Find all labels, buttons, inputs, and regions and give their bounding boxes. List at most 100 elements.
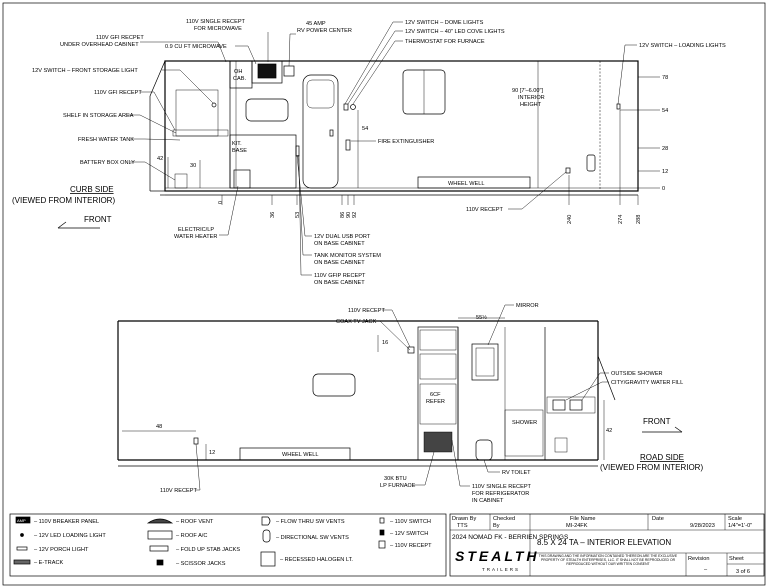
refrigerator	[419, 383, 457, 425]
legend-scissor-jack-icon	[156, 559, 164, 566]
curb-wheel-well-label: WHEEL WELL	[448, 181, 484, 187]
legend-110v-recept-icon	[378, 540, 386, 549]
dim-b240: 240	[567, 215, 573, 224]
legend-loading-light: – 12V LED LOADING LIGHT	[34, 533, 106, 539]
refer-label-2: REFER	[426, 399, 445, 405]
dim-b53: 53	[295, 212, 301, 218]
road-wheel-well-label: WHEEL WELL	[282, 452, 318, 458]
outside-shower-panel	[546, 396, 596, 414]
dim-b288: 288	[636, 215, 642, 224]
lp-furnace-grille	[423, 431, 453, 453]
dim-54: 54	[662, 108, 668, 114]
label-loading-lights-switch: 12V SWITCH – LOADING LIGHTS	[639, 43, 726, 49]
dim-b86: 86	[340, 212, 346, 218]
kit-base-label-2: BASE	[232, 148, 247, 154]
oh-cab-label: OH	[234, 69, 242, 75]
interior-height-label-2: HEIGHT	[520, 102, 542, 108]
dim-b274: 274	[618, 215, 624, 224]
door-window	[306, 79, 335, 109]
interior-height-dim: 90 [7'–6.00"]	[512, 88, 543, 94]
label-gfip: 110V GFIP RECEPT	[314, 273, 366, 279]
label-fire-extinguisher: FIRE EXTINGUISHER	[378, 139, 434, 145]
symbol-legend: AMP – 110V BREAKER PANEL – 12V LED LOADI…	[9, 513, 447, 577]
road-side-elevation: WHEEL WELL 6CF REFER SHOWER 55½ 42 16	[117, 303, 703, 504]
tb-revision-label: Revision	[688, 556, 709, 562]
label-dome-switch: 12V SWITCH – DOME LIGHTS	[405, 20, 484, 26]
usb-port-icon	[295, 145, 300, 157]
curb-side-elevation: OH CAB. KIT. BASE WHEEL WELL	[12, 19, 726, 286]
legend-110v-switch-icon	[379, 517, 385, 524]
dim-b90: 90	[346, 212, 352, 218]
legend-roof-ac-icon	[147, 530, 173, 540]
side-vent	[586, 154, 596, 172]
dim-b36: 36	[270, 212, 276, 218]
label-water-heater-2: WATER HEATER	[174, 234, 217, 240]
dim-12: 12	[662, 169, 668, 175]
tb-project: 2024 NOMAD FK - BERRIEN SPRINGS	[452, 534, 569, 541]
door-handle	[329, 129, 334, 137]
legend-breaker: – 110V BREAKER PANEL	[34, 519, 99, 525]
road-recept-icon	[193, 437, 199, 445]
legend-12v-switch-icon	[379, 529, 385, 536]
fresh-water-tank	[175, 89, 219, 137]
tb-brand-sub: TRAILERS	[482, 567, 520, 572]
tb-scale-label: Scale	[728, 516, 742, 522]
tb-revision: –	[704, 567, 708, 573]
tb-file-label: File Name	[570, 516, 596, 522]
dim-42-left: 42	[157, 156, 163, 162]
mirror	[471, 343, 499, 381]
tb-date: 9/28/2023	[690, 523, 715, 529]
upper-cabinet	[419, 329, 457, 351]
label-microwave: 0.9 CU FT MICROWAVE	[165, 44, 227, 50]
dim-54-door: 54	[362, 126, 368, 132]
tb-sheet-label: Sheet	[729, 556, 744, 562]
microwave	[251, 60, 283, 84]
rv-toilet	[475, 439, 493, 461]
road-label-furnace-2: LP FURNACE	[380, 483, 416, 489]
road-label-recept: 110V RECEPT	[348, 308, 385, 314]
legend-loading-light-icon	[20, 533, 24, 537]
road-dim-48: 48	[156, 424, 162, 430]
label-single-recept-2: FOR MICROWAVE	[194, 26, 242, 32]
microwave-window	[257, 63, 277, 79]
tb-disclaimer: THIS DRAWING AND THE INFORMATION CONTAIN…	[538, 554, 678, 566]
road-label-coax: COAX TV JACK	[336, 319, 377, 325]
legend-stab-jack: – FOLD UP STAB JACKS	[176, 547, 240, 553]
label-battery-box: BATTERY BOX ONLY	[80, 160, 135, 166]
road-label-toilet: RV TOILET	[502, 470, 531, 476]
legend-directional-vent-icon	[262, 529, 271, 543]
road-side-subtitle: (VIEWED FROM INTERIOR)	[600, 463, 703, 472]
thermostat-icon	[350, 104, 356, 110]
legend-flow-vent: – FLOW THRU SW VENTS	[276, 519, 345, 525]
road-label-fridge-recept-3: IN CABINET	[472, 498, 504, 504]
dim-78: 78	[662, 75, 668, 81]
coax-jack-icon	[407, 346, 415, 354]
refer-label: 6CF	[430, 392, 441, 398]
road-label-furnace: 30K BTU	[384, 476, 407, 482]
curb-window	[245, 98, 289, 122]
road-dim-16: 16	[382, 340, 388, 346]
legend-amp-icon: AMP	[17, 518, 26, 523]
oh-cab-label-2: CAB.	[233, 76, 247, 82]
power-center-box	[283, 65, 295, 77]
road-front-label: FRONT	[643, 417, 671, 426]
interior-height-label: INTERIOR	[518, 95, 545, 101]
water-fill	[554, 437, 568, 453]
entry-door	[302, 74, 339, 189]
tb-drawn-by: TTS	[457, 523, 468, 529]
rear-110v-recept-icon	[565, 167, 571, 174]
dome-light-switch-icon	[343, 103, 349, 111]
kitchen-base-cabinet	[229, 134, 297, 189]
tb-brand-logo: STEALTH	[455, 548, 540, 564]
tb-scale: 1/4"=1'-0"	[728, 523, 752, 529]
road-dim-12: 12	[209, 450, 215, 456]
legend-porch-light-icon	[16, 546, 28, 551]
road-side-title: ROAD SIDE	[640, 453, 684, 462]
tb-file-name: MI-24FK	[566, 523, 588, 529]
road-window	[312, 373, 356, 397]
legend-etrack-icon	[13, 559, 31, 565]
curb-side-title: CURB SIDE	[70, 185, 114, 194]
front-storage-light-switch-icon	[211, 102, 217, 108]
legend-12v-switch: – 12V SWITCH	[390, 531, 428, 537]
